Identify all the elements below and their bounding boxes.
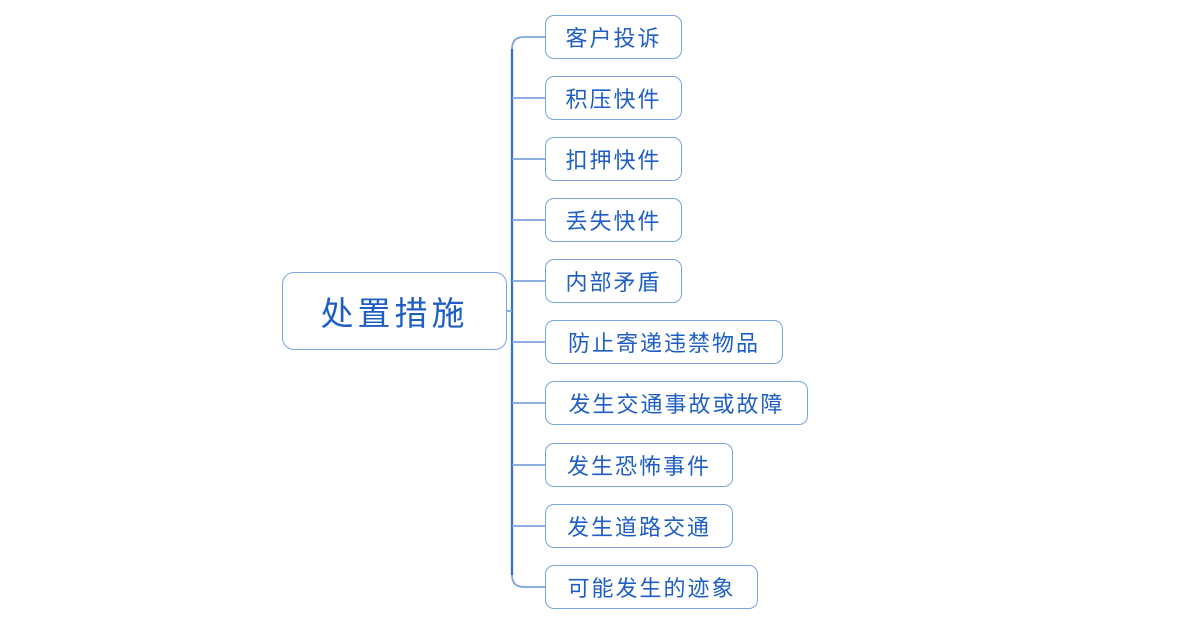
child-node-label: 可能发生的迹象 xyxy=(567,576,736,601)
branch-connector-1 xyxy=(511,36,545,50)
child-node-label: 丢失快件 xyxy=(565,209,662,234)
root-node[interactable]: 处置措施 xyxy=(282,272,507,350)
branch-connector-10 xyxy=(511,574,545,588)
child-node-label: 发生道路交通 xyxy=(566,515,711,540)
child-node-label: 积压快件 xyxy=(565,87,662,112)
child-node-label: 防止寄递违禁物品 xyxy=(567,331,760,356)
root-node-label: 处置措施 xyxy=(320,297,469,333)
child-node-label: 扣押快件 xyxy=(565,148,662,173)
child-node-label: 发生恐怖事件 xyxy=(566,454,711,479)
child-node-8[interactable]: 发生恐怖事件 xyxy=(545,443,733,487)
child-node-label: 客户投诉 xyxy=(565,26,662,51)
child-node-label: 发生交通事故或故障 xyxy=(568,392,785,417)
child-node-5[interactable]: 内部矛盾 xyxy=(545,259,682,303)
child-node-1[interactable]: 客户投诉 xyxy=(545,15,682,59)
child-node-2[interactable]: 积压快件 xyxy=(545,76,682,120)
child-node-3[interactable]: 扣押快件 xyxy=(545,137,682,181)
child-node-7[interactable]: 发生交通事故或故障 xyxy=(545,381,808,425)
child-node-10[interactable]: 可能发生的迹象 xyxy=(545,565,758,609)
child-node-9[interactable]: 发生道路交通 xyxy=(545,504,733,548)
child-node-4[interactable]: 丢失快件 xyxy=(545,198,682,242)
child-node-label: 内部矛盾 xyxy=(565,270,662,295)
child-node-6[interactable]: 防止寄递违禁物品 xyxy=(545,320,783,364)
